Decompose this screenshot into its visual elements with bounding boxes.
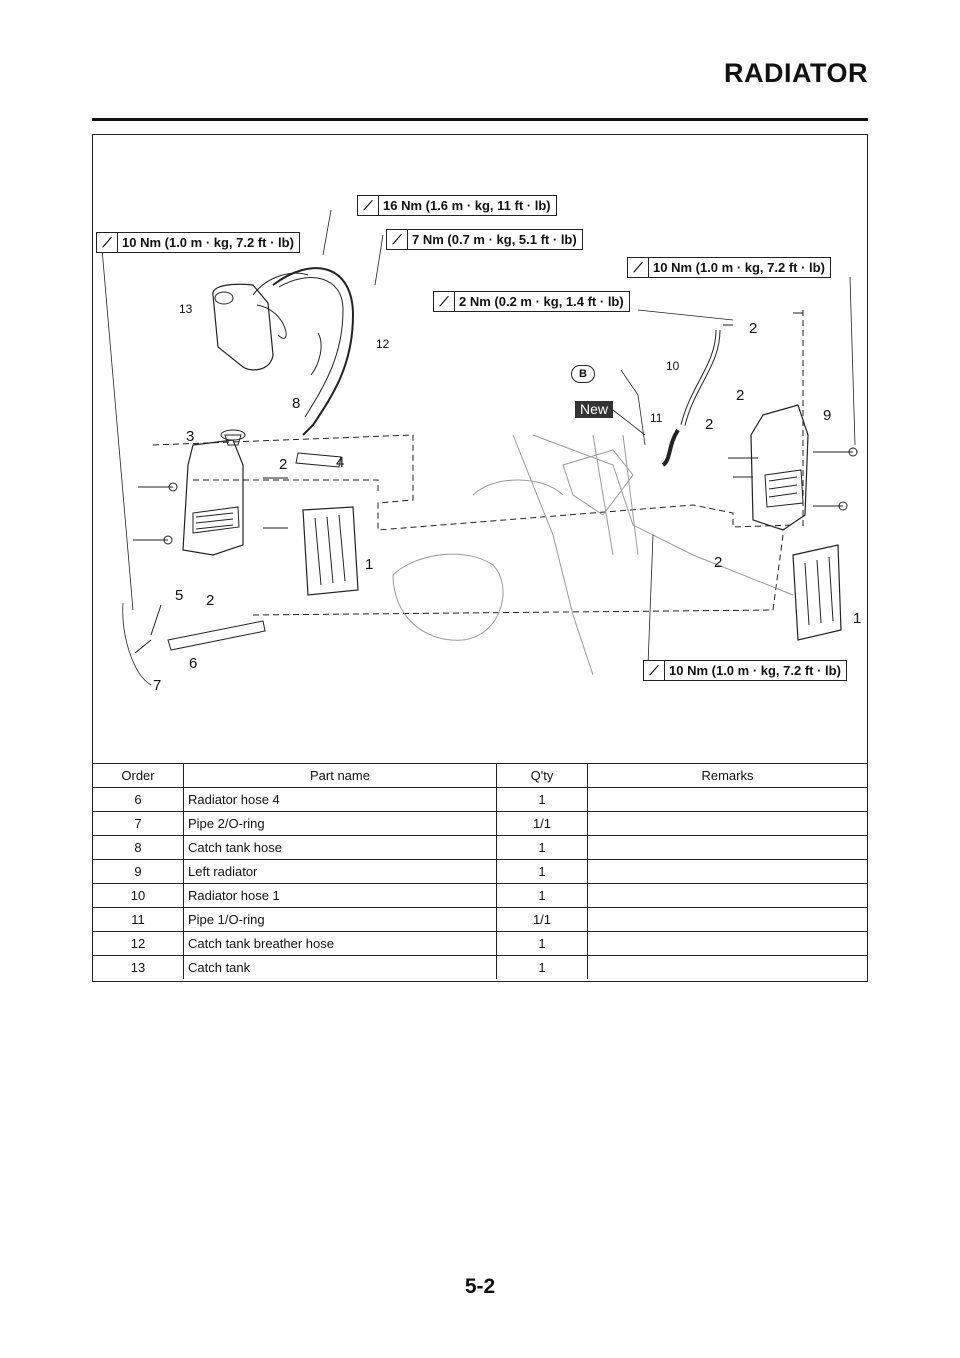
cell-order: 6 [93,787,184,812]
callout-4: 4 [336,454,345,471]
torque-wrench-icon: ⟋ [387,230,408,249]
table-row: 10 Radiator hose 1 1 [93,883,867,908]
header-qty: Q'ty [496,763,588,788]
diagram-drawing [100,209,858,686]
new-part-badge: New [575,401,614,418]
cell-order: 9 [93,859,184,884]
callout-2: 2 [705,416,714,433]
cell-qty: 1 [496,859,588,884]
cell-qty: 1 [496,787,588,812]
callout-5: 5 [175,587,184,604]
cell-order: 7 [93,811,184,836]
table-row: 6 Radiator hose 4 1 [93,787,867,812]
cell-qty: 1/1 [496,907,588,932]
callout-2: 2 [736,387,745,404]
content-frame: ⟋16 Nm (1.6 m · kg, 11 ft · lb) ⟋10 Nm (… [92,134,868,982]
callout-6: 6 [189,655,198,672]
table-row: 12 Catch tank breather hose 1 [93,931,867,956]
cell-part-name: Catch tank [183,955,497,979]
torque-wrench-icon: ⟋ [358,196,379,215]
exploded-diagram: ⟋16 Nm (1.6 m · kg, 11 ft · lb) ⟋10 Nm (… [93,135,867,763]
torque-wrench-icon: ⟋ [628,258,649,277]
cell-part-name: Catch tank breather hose [183,931,497,956]
cell-part-name: Catch tank hose [183,835,497,860]
parts-table: Order Part name Q'ty Remarks 6 Radiator … [93,763,867,979]
cell-remarks [587,811,867,836]
torque-spec-10nm-top-left: ⟋10 Nm (1.0 m · kg, 7.2 ft · lb) [96,232,300,253]
table-row: 11 Pipe 1/O-ring 1/1 [93,907,867,932]
cell-remarks [587,835,867,860]
header-order: Order [93,763,184,788]
callout-13: 13 [179,302,193,316]
cell-order: 11 [93,907,184,932]
callout-2: 2 [714,554,723,571]
torque-wrench-icon: ⟋ [97,233,118,252]
callout-1: 1 [853,610,862,627]
callout-2: 2 [206,592,215,609]
cell-qty: 1 [496,835,588,860]
cell-qty: 1/1 [496,811,588,836]
cell-part-name: Radiator hose 1 [183,883,497,908]
cell-part-name: Left radiator [183,859,497,884]
cell-remarks [587,787,867,812]
header-part-name: Part name [183,763,497,788]
table-row: 8 Catch tank hose 1 [93,835,867,860]
page-title: RADIATOR [724,58,868,88]
header-remarks: Remarks [587,763,867,788]
torque-spec-10nm-bottom-right: ⟋10 Nm (1.0 m · kg, 7.2 ft · lb) [643,660,847,681]
callout-2: 2 [749,320,758,337]
table-header-row: Order Part name Q'ty Remarks [93,763,867,788]
cell-remarks [587,859,867,884]
callout-3: 3 [186,428,195,445]
cell-part-name: Radiator hose 4 [183,787,497,812]
title-rule [92,118,868,121]
cell-remarks [587,931,867,956]
callout-10: 10 [666,359,680,373]
callout-7: 7 [153,677,162,694]
table-row: 13 Catch tank 1 [93,955,867,979]
cell-qty: 1 [496,883,588,908]
cell-remarks [587,907,867,932]
cell-qty: 1 [496,931,588,956]
sealant-b-badge: B [571,365,595,383]
cell-part-name: Pipe 2/O-ring [183,811,497,836]
cell-order: 13 [93,955,184,979]
page-number: 5-2 [464,1275,496,1298]
callout-12: 12 [376,337,390,351]
cell-order: 12 [93,931,184,956]
callout-11: 11 [650,411,663,425]
torque-spec-16nm: ⟋16 Nm (1.6 m · kg, 11 ft · lb) [357,195,557,216]
torque-wrench-icon: ⟋ [644,661,665,680]
callout-8: 8 [292,395,301,412]
torque-spec-10nm-right: ⟋10 Nm (1.0 m · kg, 7.2 ft · lb) [627,257,831,278]
callout-2: 2 [279,456,288,473]
table-row: 7 Pipe 2/O-ring 1/1 [93,811,867,836]
table-row: 9 Left radiator 1 [93,859,867,884]
callout-1: 1 [365,556,374,573]
cell-remarks [587,883,867,908]
cell-order: 8 [93,835,184,860]
callout-9: 9 [823,407,832,424]
cell-qty: 1 [496,955,588,979]
torque-wrench-icon: ⟋ [434,292,455,311]
cell-order: 10 [93,883,184,908]
torque-spec-7nm: ⟋7 Nm (0.7 m · kg, 5.1 ft · lb) [386,229,583,250]
cell-remarks [587,955,867,979]
torque-spec-2nm: ⟋2 Nm (0.2 m · kg, 1.4 ft · lb) [433,291,630,312]
cell-part-name: Pipe 1/O-ring [183,907,497,932]
